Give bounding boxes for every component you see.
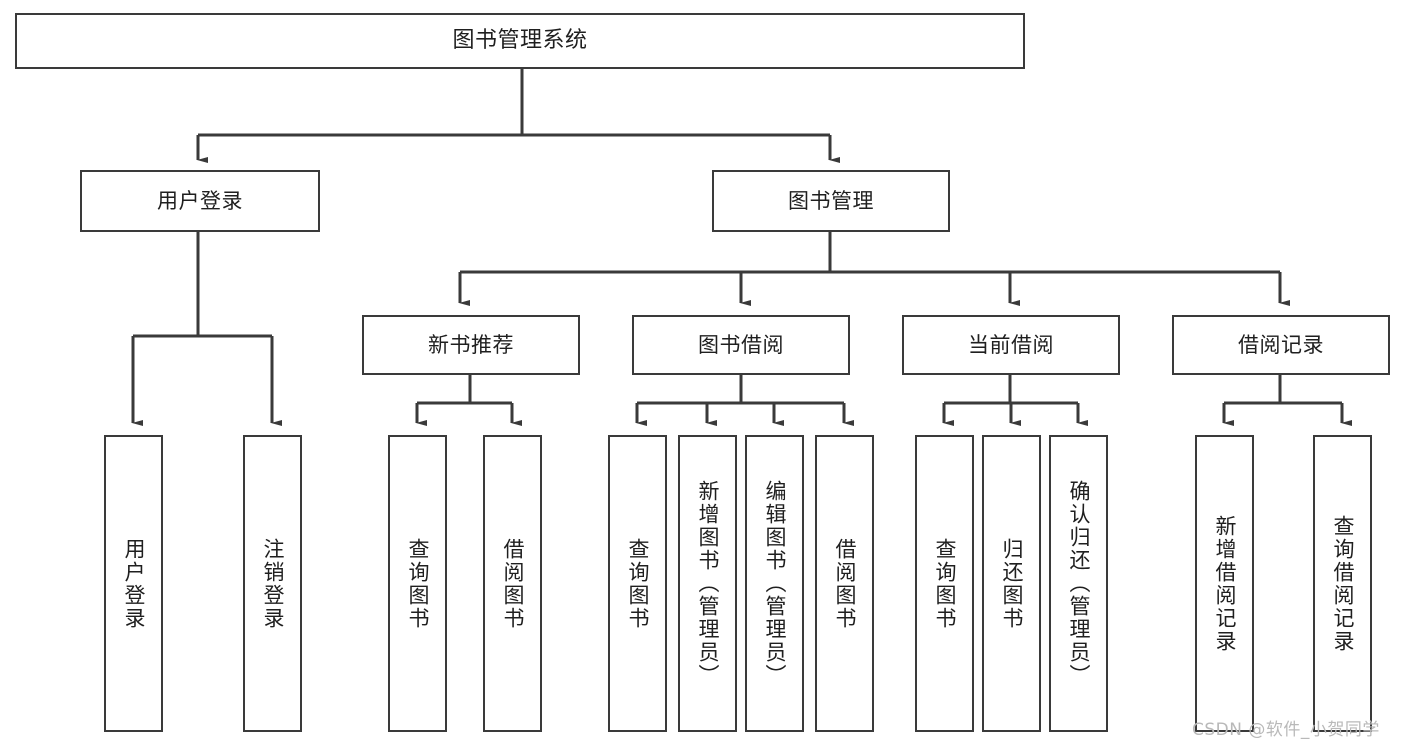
leaf-recommend-borrow-book[interactable]: 借阅图书 (483, 435, 542, 732)
node-label: 当前借阅 (968, 332, 1054, 357)
node-label: 图书管理系统 (452, 28, 588, 54)
leaf-current-confirm-return[interactable]: 确认归还（管理员） (1049, 435, 1108, 732)
leaf-current-return-book[interactable]: 归还图书 (982, 435, 1041, 732)
node-label: 新书推荐 (428, 332, 514, 357)
node-label: 图书管理 (788, 188, 874, 213)
node-label: 借阅图书 (832, 537, 857, 630)
leaf-borrow-edit-book[interactable]: 编辑图书（管理员） (745, 435, 804, 732)
node-borrow-record[interactable]: 借阅记录 (1172, 315, 1390, 375)
node-label: 借阅图书 (500, 537, 525, 630)
leaf-record-query-record[interactable]: 查询借阅记录 (1313, 435, 1372, 732)
node-label: 查询借阅记录 (1330, 514, 1355, 653)
node-label: 新增图书（管理员） (695, 480, 720, 687)
node-book-borrow[interactable]: 图书借阅 (632, 315, 850, 375)
node-label: 编辑图书（管理员） (762, 480, 787, 687)
node-label: 注销登录 (260, 537, 285, 630)
node-label: 用户登录 (121, 537, 146, 630)
node-label: 用户登录 (157, 188, 243, 213)
node-new-book-recommend[interactable]: 新书推荐 (362, 315, 580, 375)
leaf-borrow-query-book[interactable]: 查询图书 (608, 435, 667, 732)
node-book-management[interactable]: 图书管理 (712, 170, 950, 232)
node-label: 查询图书 (625, 537, 650, 630)
leaf-user-login-login[interactable]: 用户登录 (104, 435, 163, 732)
node-label: 确认归还（管理员） (1066, 480, 1091, 687)
node-user-login[interactable]: 用户登录 (80, 170, 320, 232)
leaf-user-login-logout[interactable]: 注销登录 (243, 435, 302, 732)
leaf-current-query-book[interactable]: 查询图书 (915, 435, 974, 732)
csdn-watermark: CSDN @软件_小贺同学 (1192, 720, 1380, 740)
node-label: 查询图书 (405, 537, 430, 630)
node-label: 归还图书 (999, 537, 1024, 630)
leaf-record-add-record[interactable]: 新增借阅记录 (1195, 435, 1254, 732)
leaf-borrow-borrow-book[interactable]: 借阅图书 (815, 435, 874, 732)
node-label: 查询图书 (932, 537, 957, 630)
node-label: 图书借阅 (698, 332, 784, 357)
leaf-recommend-query-book[interactable]: 查询图书 (388, 435, 447, 732)
leaf-borrow-add-book[interactable]: 新增图书（管理员） (678, 435, 737, 732)
node-label: 借阅记录 (1238, 332, 1324, 357)
node-label: 新增借阅记录 (1212, 514, 1237, 653)
node-root-system[interactable]: 图书管理系统 (15, 13, 1025, 69)
node-current-borrow[interactable]: 当前借阅 (902, 315, 1120, 375)
